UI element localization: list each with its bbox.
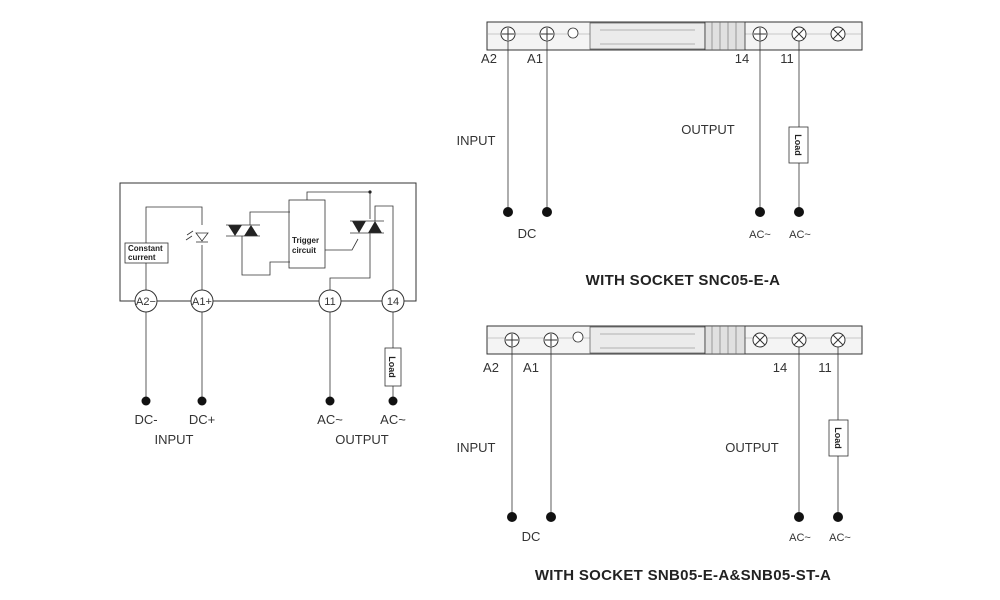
dc-plus-label: DC+ (189, 412, 215, 427)
led-icon (185, 230, 209, 243)
terminal-11: 11 (318, 289, 342, 313)
socket-top-ac-dot-2 (794, 207, 804, 217)
socket-top-caption: WITH SOCKET SNC05-E-A (586, 272, 781, 289)
socket-top-ac-dot-1 (755, 207, 765, 217)
socket-top-label-11: 11 (780, 51, 794, 66)
ac-label-2: AC~ (380, 412, 406, 427)
dc-minus-label: DC- (134, 412, 157, 427)
socket-bottom-load-box (828, 419, 849, 457)
socket-top-input-label: INPUT (457, 133, 496, 148)
screw-terminal-extra-icon (830, 332, 846, 348)
socket-bottom-label-14: 14 (773, 360, 787, 375)
socket-bottom-caption: WITH SOCKET SNB05-E-A&SNB05-ST-A (535, 567, 831, 584)
socket-top-load-label: Load (793, 134, 803, 156)
socket-top-dc-dot-2 (542, 207, 552, 217)
constant-current-label-2: current (128, 253, 156, 262)
socket-bottom-dc-dot-1 (507, 512, 517, 522)
socket-bottom-load-label: Load (833, 427, 843, 449)
constant-current-label-1: Constant (128, 244, 163, 253)
socket-bottom-label-a2: A2 (483, 360, 499, 375)
circuit-input-label: INPUT (155, 432, 194, 447)
load-label: Load (387, 356, 397, 378)
screw-terminal-14-icon (752, 332, 768, 348)
socket-bottom-ac-label-2: AC~ (829, 532, 851, 544)
output-triac-icon (306, 190, 394, 290)
terminal-11-label: 11 (324, 296, 335, 308)
terminal-14-label: 14 (387, 296, 399, 308)
socket-top-load-box (788, 126, 809, 164)
screw-terminal-a1-icon (543, 332, 559, 348)
trigger-circuit-block (288, 199, 326, 269)
socket-top-ac-label-2: AC~ (789, 229, 811, 241)
socket-bottom-dc-label: DC (522, 529, 541, 544)
screw-terminal-a2-icon (500, 26, 516, 42)
socket-bottom-label-a1: A1 (523, 360, 539, 375)
screw-terminal-11-icon (791, 332, 807, 348)
terminal-a1: A1+ (190, 289, 214, 313)
ac-label-1: AC~ (317, 412, 343, 427)
ac-dot-2 (388, 396, 398, 406)
photo-triac-icon (226, 211, 290, 276)
socket-top-dc-dot-1 (503, 207, 513, 217)
socket-top-dc-label: DC (518, 226, 537, 241)
ac-dot-1 (325, 396, 335, 406)
socket-top-label-a1: A1 (527, 51, 543, 66)
terminal-a2: A2− (134, 289, 158, 313)
socket-top-label-a2: A2 (481, 51, 497, 66)
socket-top-ac-label-1: AC~ (749, 229, 771, 241)
socket-bottom-output-label: OUTPUT (725, 440, 779, 455)
dc-minus-dot (141, 396, 151, 406)
circuit-output-label: OUTPUT (335, 432, 389, 447)
socket-bottom-label-11: 11 (818, 360, 832, 375)
trigger-label-2: circuit (292, 246, 316, 255)
screw-terminal-11-icon (791, 26, 807, 42)
dc-plus-dot (197, 396, 207, 406)
internal-circuit: Constant current Trigger circuit (119, 182, 417, 447)
screw-terminal-a2-icon (504, 332, 520, 348)
terminal-14: 14 (381, 289, 405, 313)
socket-top-label-14: 14 (735, 51, 749, 66)
socket-bottom-ac-dot-1 (794, 512, 804, 522)
trigger-label-1: Trigger (292, 236, 319, 245)
screw-terminal-extra-icon (830, 26, 846, 42)
terminal-a1-label: A1+ (192, 296, 212, 308)
socket-top-output-label: OUTPUT (681, 122, 735, 137)
relay-housing (119, 182, 417, 302)
terminal-a2-label: A2− (136, 296, 156, 308)
screw-terminal-a1-icon (539, 26, 555, 42)
constant-current-block (124, 242, 169, 264)
socket-bottom-ac-label-1: AC~ (789, 532, 811, 544)
socket-bottom-dc-dot-2 (546, 512, 556, 522)
socket-snc05-diagram: A2 A1 14 11 Load INPUT OUTPUT DC AC~ AC~… (457, 21, 863, 289)
socket-snb05-diagram: A2 A1 14 11 Load INPUT OUTPUT DC AC~ AC~… (457, 325, 863, 584)
socket-bottom-input-label: INPUT (457, 440, 496, 455)
socket-bottom-ac-dot-2 (833, 512, 843, 522)
screw-terminal-14-icon (752, 26, 768, 42)
